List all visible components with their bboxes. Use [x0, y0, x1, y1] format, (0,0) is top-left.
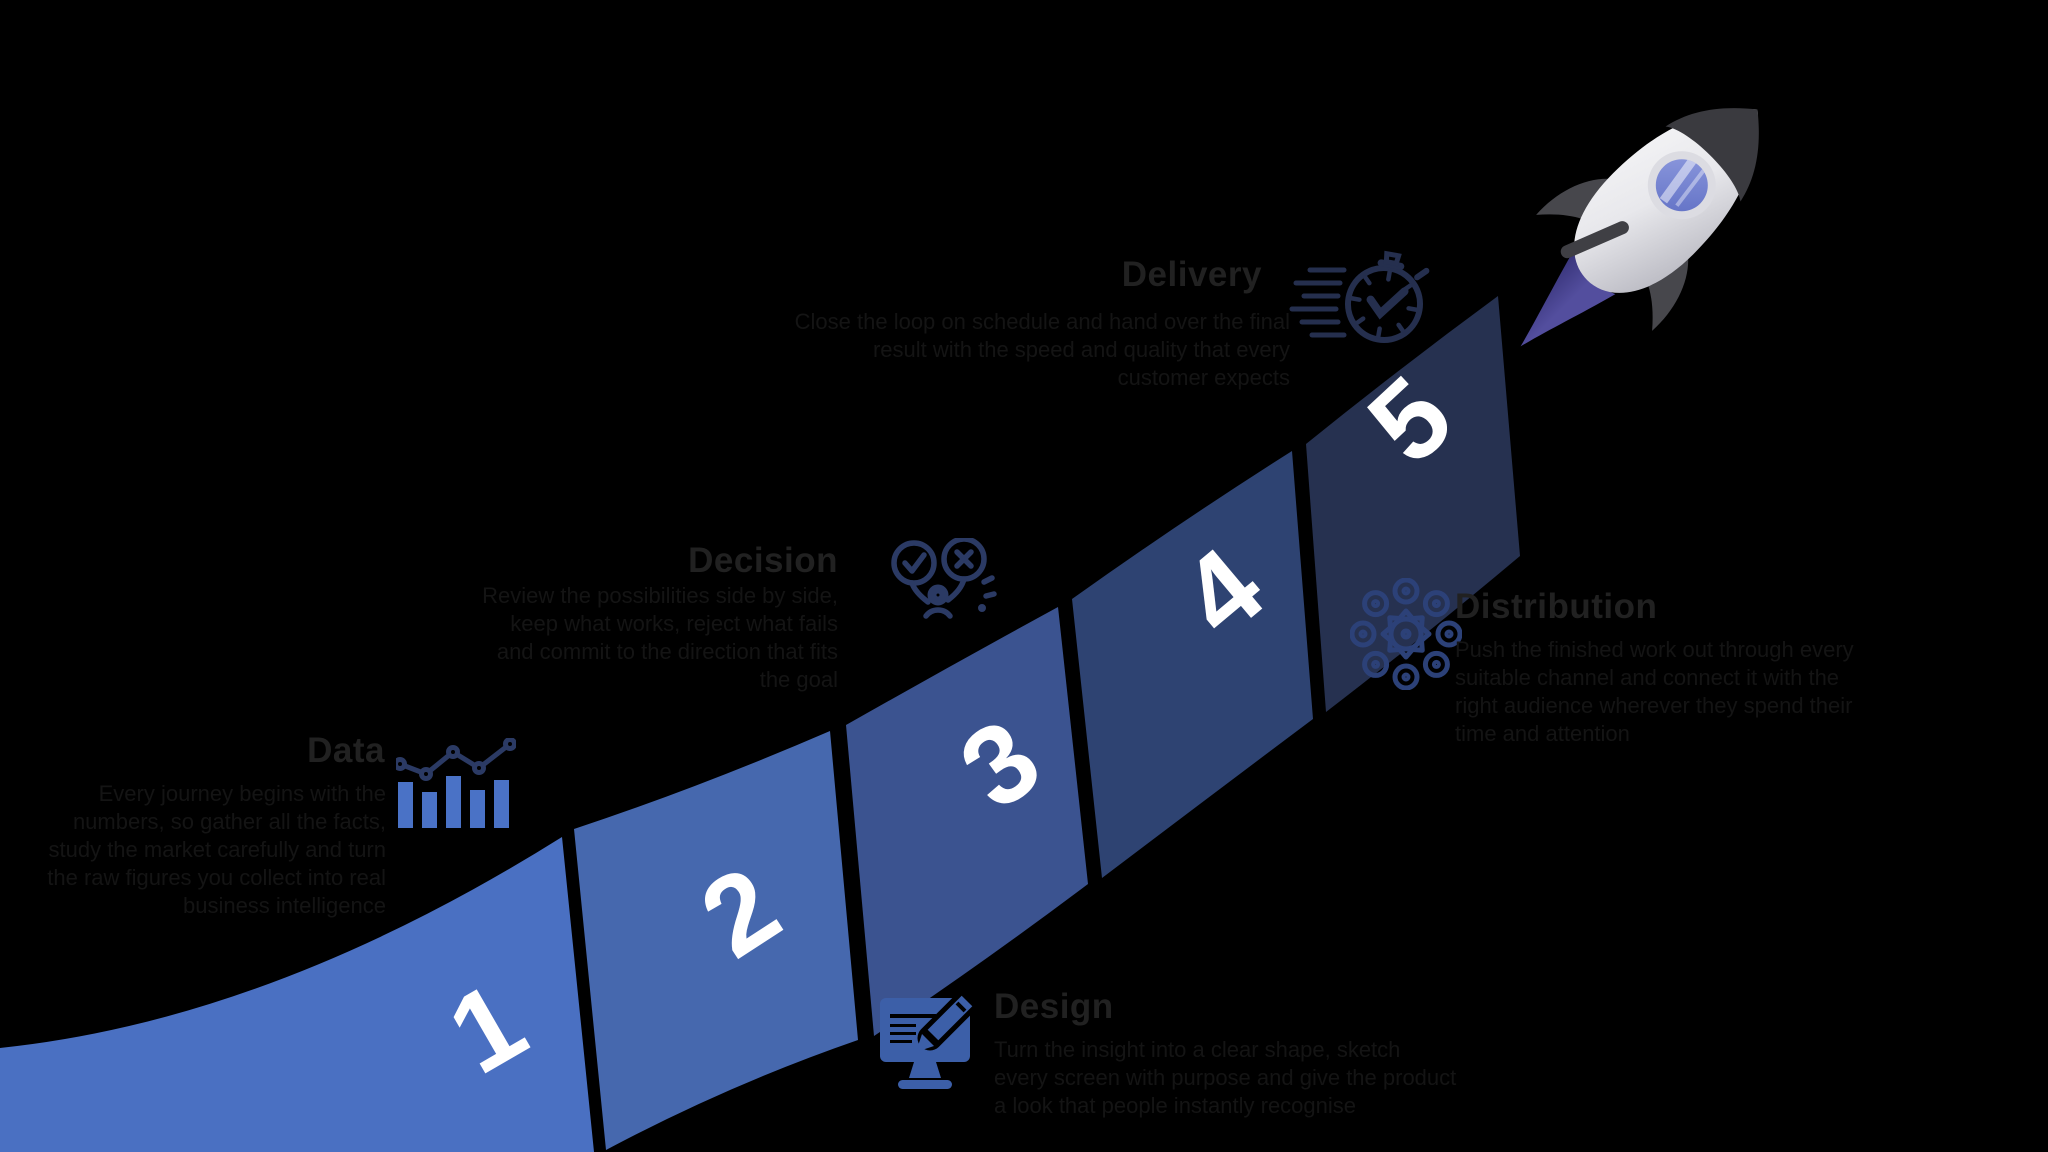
- decision-check-cross-icon: [891, 538, 997, 619]
- step-5-title: Delivery: [1121, 255, 1262, 294]
- distribution-network-icon: [1350, 578, 1462, 690]
- step-2-title: Design: [994, 987, 1114, 1026]
- rocket-window-highlight: [1659, 157, 1706, 207]
- monitor-pencil-icon: [880, 988, 983, 1089]
- step-4-description: Push the finished work out through every…: [1455, 637, 1854, 746]
- rocket-fin-right: [1647, 250, 1689, 331]
- step-3-description: Review the possibilities side by side, k…: [482, 583, 838, 692]
- path-segment-4: [1072, 451, 1313, 878]
- fast-stopwatch-icon: [1289, 250, 1430, 343]
- step-5-description: Close the loop on schedule and hand over…: [794, 309, 1290, 390]
- rocket-fin-left: [1536, 178, 1617, 220]
- step-1-title: Data: [307, 731, 385, 770]
- path-segment-1: [0, 837, 594, 1152]
- step-1-description: Every journey begins with the numbers, s…: [47, 781, 386, 918]
- rocket: [1520, 108, 1759, 347]
- path-segment-2: [574, 731, 858, 1150]
- path-segment-5: [1306, 296, 1520, 712]
- bar-chart-icon: [396, 738, 516, 828]
- path-segment-3: [846, 607, 1088, 1036]
- rocket-slash-detail: [1560, 221, 1629, 259]
- step-4-title: Distribution: [1455, 587, 1658, 626]
- step-2-description: Turn the insight into a clear shape, ske…: [994, 1037, 1457, 1118]
- rocket-flame: [1520, 251, 1616, 347]
- step-3-title: Decision: [688, 541, 838, 580]
- rocket-nose-cone: [1665, 108, 1759, 202]
